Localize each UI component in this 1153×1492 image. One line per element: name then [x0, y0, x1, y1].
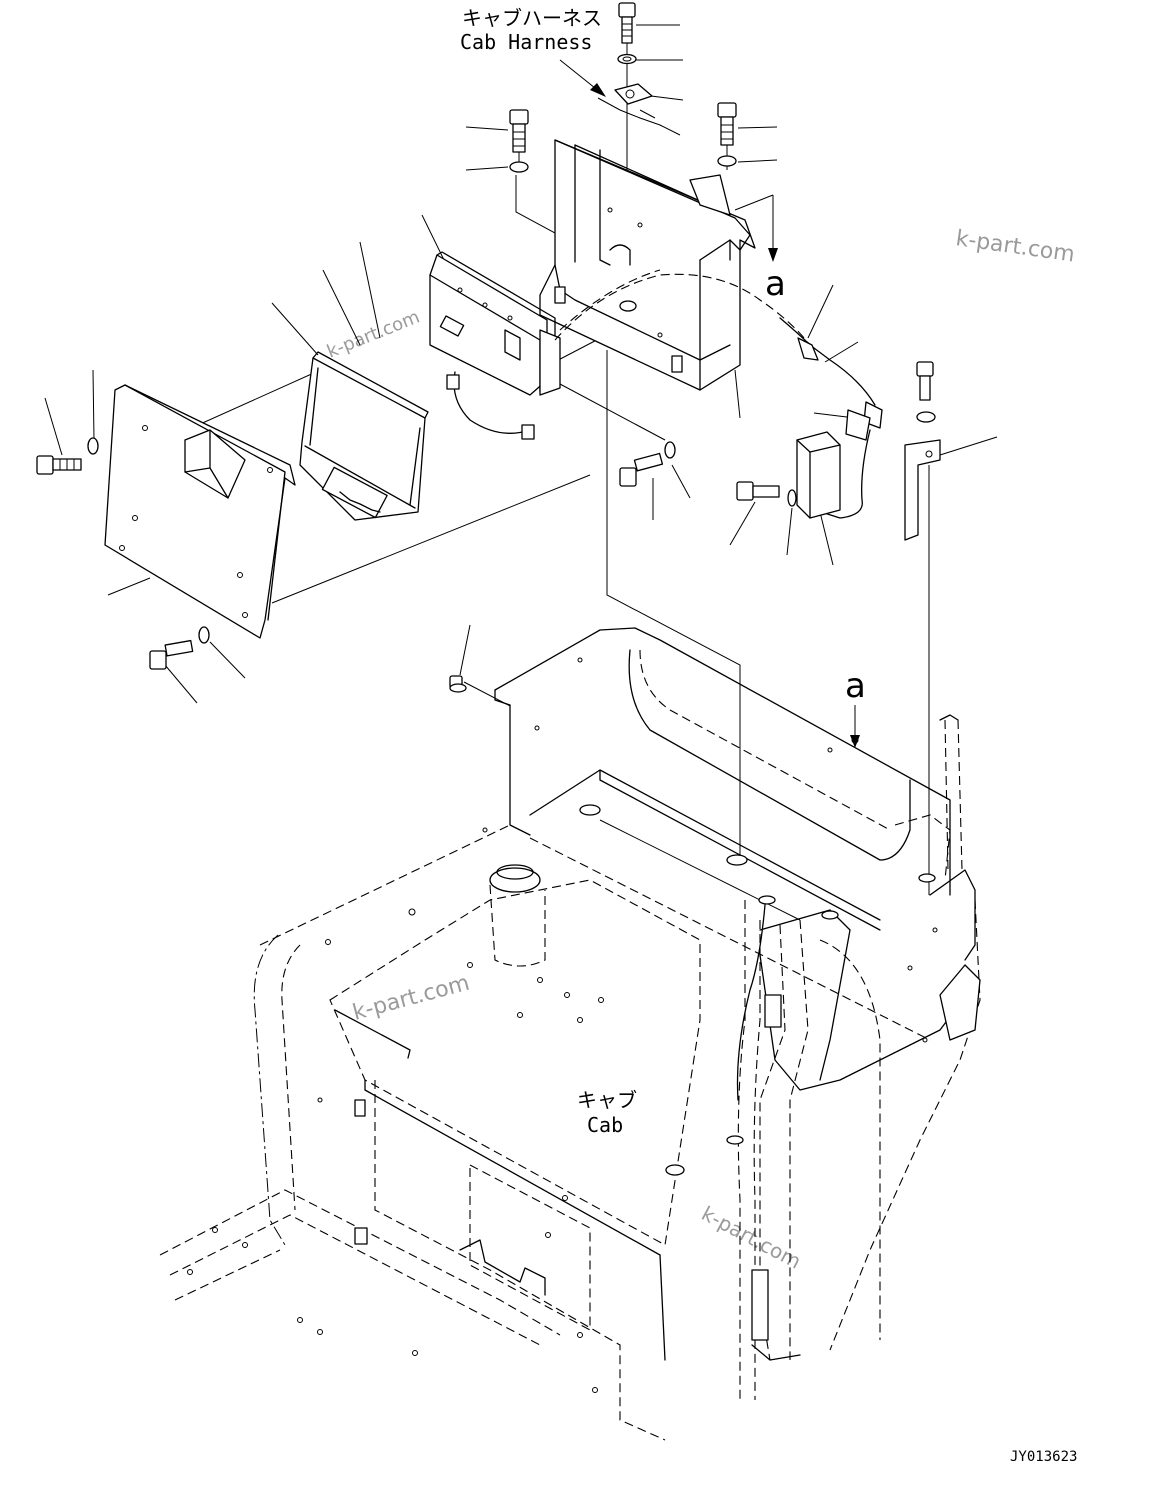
bolt-top-left — [509, 109, 529, 153]
cab-label-en: Cab — [587, 1113, 623, 1137]
bolt-right-bracket — [736, 481, 780, 501]
watermark-text: k-part.com — [954, 226, 1076, 267]
watermark-text: k-part.com — [350, 971, 472, 1026]
bolt-center — [619, 452, 664, 487]
monitor-holder — [299, 351, 429, 521]
washer-top-center — [617, 53, 637, 65]
bolt-top-right — [717, 102, 737, 146]
view-a-label-mid: a — [845, 666, 866, 706]
washer-far-right — [916, 411, 936, 423]
cab-label-jp: キャブ — [577, 1088, 637, 1112]
cab-harness-label-en: Cab Harness — [460, 30, 592, 54]
washer-center — [664, 441, 676, 459]
cover-plate — [104, 384, 296, 639]
washer-top-left — [509, 161, 529, 173]
cab-harness-label-jp: キャブハーネス — [462, 6, 602, 30]
watermark-text: k-part.com — [324, 306, 423, 362]
controller-bracket-box — [539, 139, 756, 391]
view-a-label-top: a — [765, 264, 786, 304]
bolt-far-right — [916, 361, 934, 401]
washer-inner — [622, 56, 632, 62]
bolt-left-upper — [36, 455, 82, 475]
drawing-number: JY013623 — [1010, 1449, 1077, 1465]
small-screw — [449, 675, 467, 693]
washer-left-upper — [87, 437, 99, 455]
mounting-bracket-right — [904, 439, 941, 541]
cab-frame — [159, 627, 981, 1441]
watermark-text: k-part.com — [698, 1201, 805, 1273]
controller-unit — [429, 251, 561, 440]
bolt-left-lower — [149, 639, 194, 670]
bolt-top-center — [618, 2, 636, 44]
washer-right-bracket — [787, 489, 797, 507]
washer-left-lower — [198, 626, 210, 644]
washer-top-right — [717, 155, 737, 167]
cab-harness-route — [554, 269, 883, 519]
relay-unit — [796, 431, 841, 519]
harness-clamp — [597, 83, 681, 136]
